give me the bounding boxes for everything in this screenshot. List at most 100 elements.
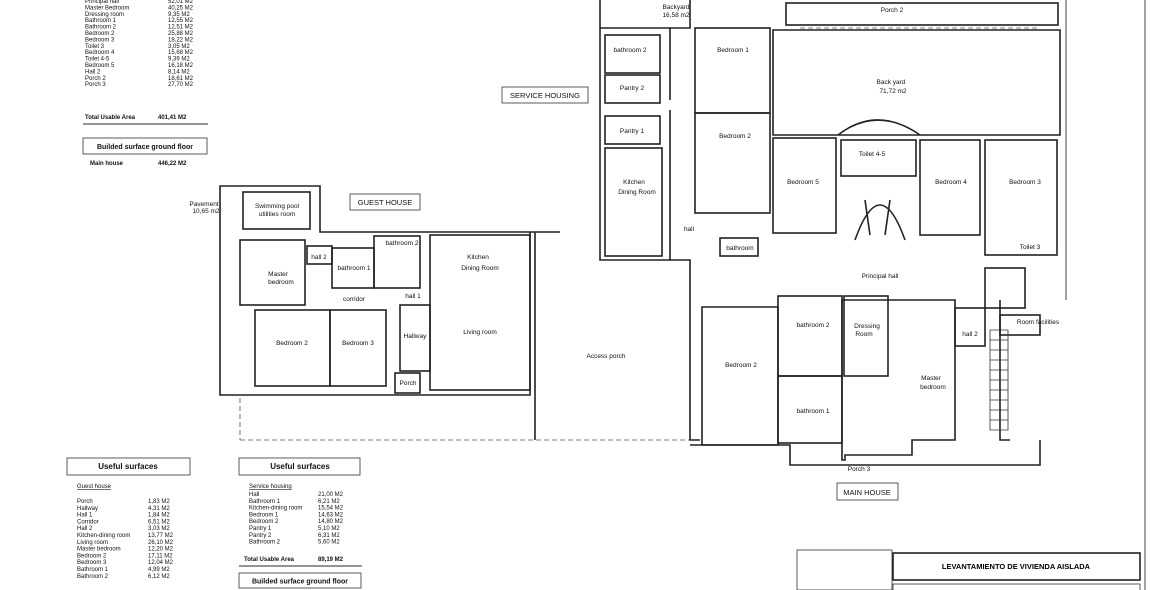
surface-room: Bathroom 1 — [77, 567, 109, 573]
surface-value: 1,84 M2 — [148, 513, 170, 519]
room-label: Kitchen — [623, 179, 645, 186]
room-label: Dressing — [854, 323, 880, 330]
title-block: LEVANTAMIENTO DE VIVIENDA AISLADA — [796, 549, 1141, 590]
room-label: bathroom 2 — [614, 47, 647, 54]
room-label: Toilet 4-5 — [859, 151, 886, 158]
surface-room: Bathroom 1 — [249, 499, 281, 505]
surface-room: Bathroom 2 — [85, 25, 117, 31]
surface-room: Bathroom 2 — [77, 574, 109, 580]
surface-room: Bedroom 3 — [77, 560, 107, 566]
surface-value: 12,04 M2 — [148, 560, 174, 566]
total-usable-label: Total Usable Area — [85, 115, 136, 121]
room-label: Swimming pool — [255, 203, 300, 210]
surface-room: Master Bedroom — [85, 5, 129, 11]
room-label: Bedroom 5 — [787, 179, 819, 186]
surface-room: Toilet 3 — [85, 44, 105, 50]
surface-value: 3,05 M2 — [168, 44, 190, 50]
surface-value: 6,12 M2 — [148, 574, 170, 580]
guest-house-tag — [349, 193, 421, 211]
surface-value: 8,14 M2 — [168, 69, 190, 75]
surface-value: 5,10 M2 — [318, 526, 340, 532]
service-total-value: 89,19 M2 — [318, 557, 344, 563]
surface-room: Living room — [77, 540, 108, 546]
room-label: Backyard — [662, 4, 689, 11]
surface-value: 9,35 M2 — [168, 12, 190, 18]
guest-table-header-box — [66, 457, 191, 476]
main-house-title: MAIN HOUSE — [843, 488, 891, 497]
room-label: 71,72 m2 — [879, 88, 906, 95]
surface-room: Pantry 1 — [249, 526, 272, 532]
surface-value: 4,31 M2 — [148, 506, 170, 512]
service-table-title: Useful surfaces — [270, 462, 330, 471]
room-label: Hallway — [404, 333, 428, 340]
room-label: bathroom 1 — [338, 265, 371, 272]
room-label: Master — [921, 375, 942, 382]
room-label: Bedroom 1 — [717, 47, 749, 54]
guest-table-subtitle: Guest house — [77, 484, 112, 490]
surface-value: 16,18 M2 — [168, 63, 194, 69]
surface-value: 4,99 M2 — [148, 567, 170, 573]
room-label: utilities room — [259, 211, 295, 218]
room-label: Bedroom 3 — [1009, 179, 1041, 186]
surface-room: Hall 1 — [77, 513, 93, 519]
room-label: Room — [855, 331, 872, 338]
room-label: Bedroom 4 — [935, 179, 967, 186]
room-label: Dining Room — [461, 265, 499, 272]
main-house-label: Main house — [90, 161, 124, 167]
surface-room: Pantry 2 — [249, 533, 272, 539]
surface-room: Dressing room — [85, 12, 124, 18]
room-label: bathroom 2 — [386, 240, 419, 247]
builded-surface-title: Builded surface ground floor — [97, 144, 193, 151]
surface-value: 14,80 M2 — [318, 519, 344, 525]
surface-value: 5,60 M2 — [318, 540, 340, 546]
service-housing-tag — [501, 86, 589, 104]
builded-surface-box — [82, 137, 208, 155]
room-label: Bedroom 2 — [719, 133, 751, 140]
room-label: Pantry 1 — [620, 128, 645, 135]
room-label: Bedroom 3 — [342, 340, 374, 347]
service-table-header-box — [238, 457, 361, 476]
guest-table-title: Useful surfaces — [98, 462, 158, 471]
total-usable-value: 401,41 M2 — [158, 115, 187, 121]
surface-value: 1,83 M2 — [148, 499, 170, 505]
guest-house-plan: Pavement 10,65 m2 Swimming pool utilitie… — [189, 185, 700, 441]
room-label: hall 2 — [962, 331, 978, 338]
surface-room: Porch 2 — [85, 76, 106, 82]
surface-room: Hallway — [77, 506, 98, 512]
surface-room: Bedroom 2 — [77, 553, 107, 559]
service-builded-box — [238, 572, 362, 589]
main-house-value: 446,22 M2 — [158, 161, 187, 167]
room-label: bathroom — [726, 245, 753, 252]
room-label: Porch — [400, 380, 417, 387]
service-housing-title: SERVICE HOUSING — [510, 91, 580, 100]
surface-value: 3,03 M2 — [148, 526, 170, 532]
room-label: Master — [268, 271, 289, 278]
room-label: 16,58 m2 — [662, 12, 689, 19]
surface-room: Bedroom 4 — [85, 50, 115, 56]
surface-room: Toilet 4-5 — [85, 57, 110, 63]
room-label: Porch 3 — [848, 466, 871, 473]
surface-room: Hall 2 — [77, 526, 93, 532]
surface-value: 14,63 M2 — [318, 512, 344, 518]
service-table-subtitle: Service housing — [249, 484, 292, 490]
surface-room: Bedroom 1 — [249, 512, 279, 518]
surface-room: Bedroom 3 — [85, 37, 115, 43]
main-house-plan: Porch 2 Back yard 71,72 m2 Bedroom 5 Toi… — [690, 0, 1146, 590]
room-label: Bedroom 2 — [725, 362, 757, 369]
main-house-tag — [836, 482, 899, 501]
surface-room: Porch 3 — [85, 82, 106, 88]
guest-surface-table: Porch 1,83 M2 Hallway 4,31 M2 Hall 1 1,84 M2 C… — [77, 499, 174, 580]
room-label: bathroom 2 — [797, 322, 830, 329]
surface-value: 40,25 M2 — [168, 5, 194, 11]
surface-room: Hall — [249, 492, 259, 498]
access-porch-label: Access porch — [586, 353, 625, 360]
surface-room: Corridor — [77, 519, 99, 525]
surface-value: 18,61 M2 — [168, 76, 194, 82]
surface-room: Kitchen-dining room — [249, 506, 302, 512]
surface-room: Porch — [77, 499, 93, 505]
surface-value: 18,22 M2 — [168, 37, 194, 43]
surface-room: Bedroom 2 — [249, 519, 279, 525]
surface-value: 15,68 M2 — [168, 50, 194, 56]
surface-room: Bedroom 5 — [85, 63, 115, 69]
